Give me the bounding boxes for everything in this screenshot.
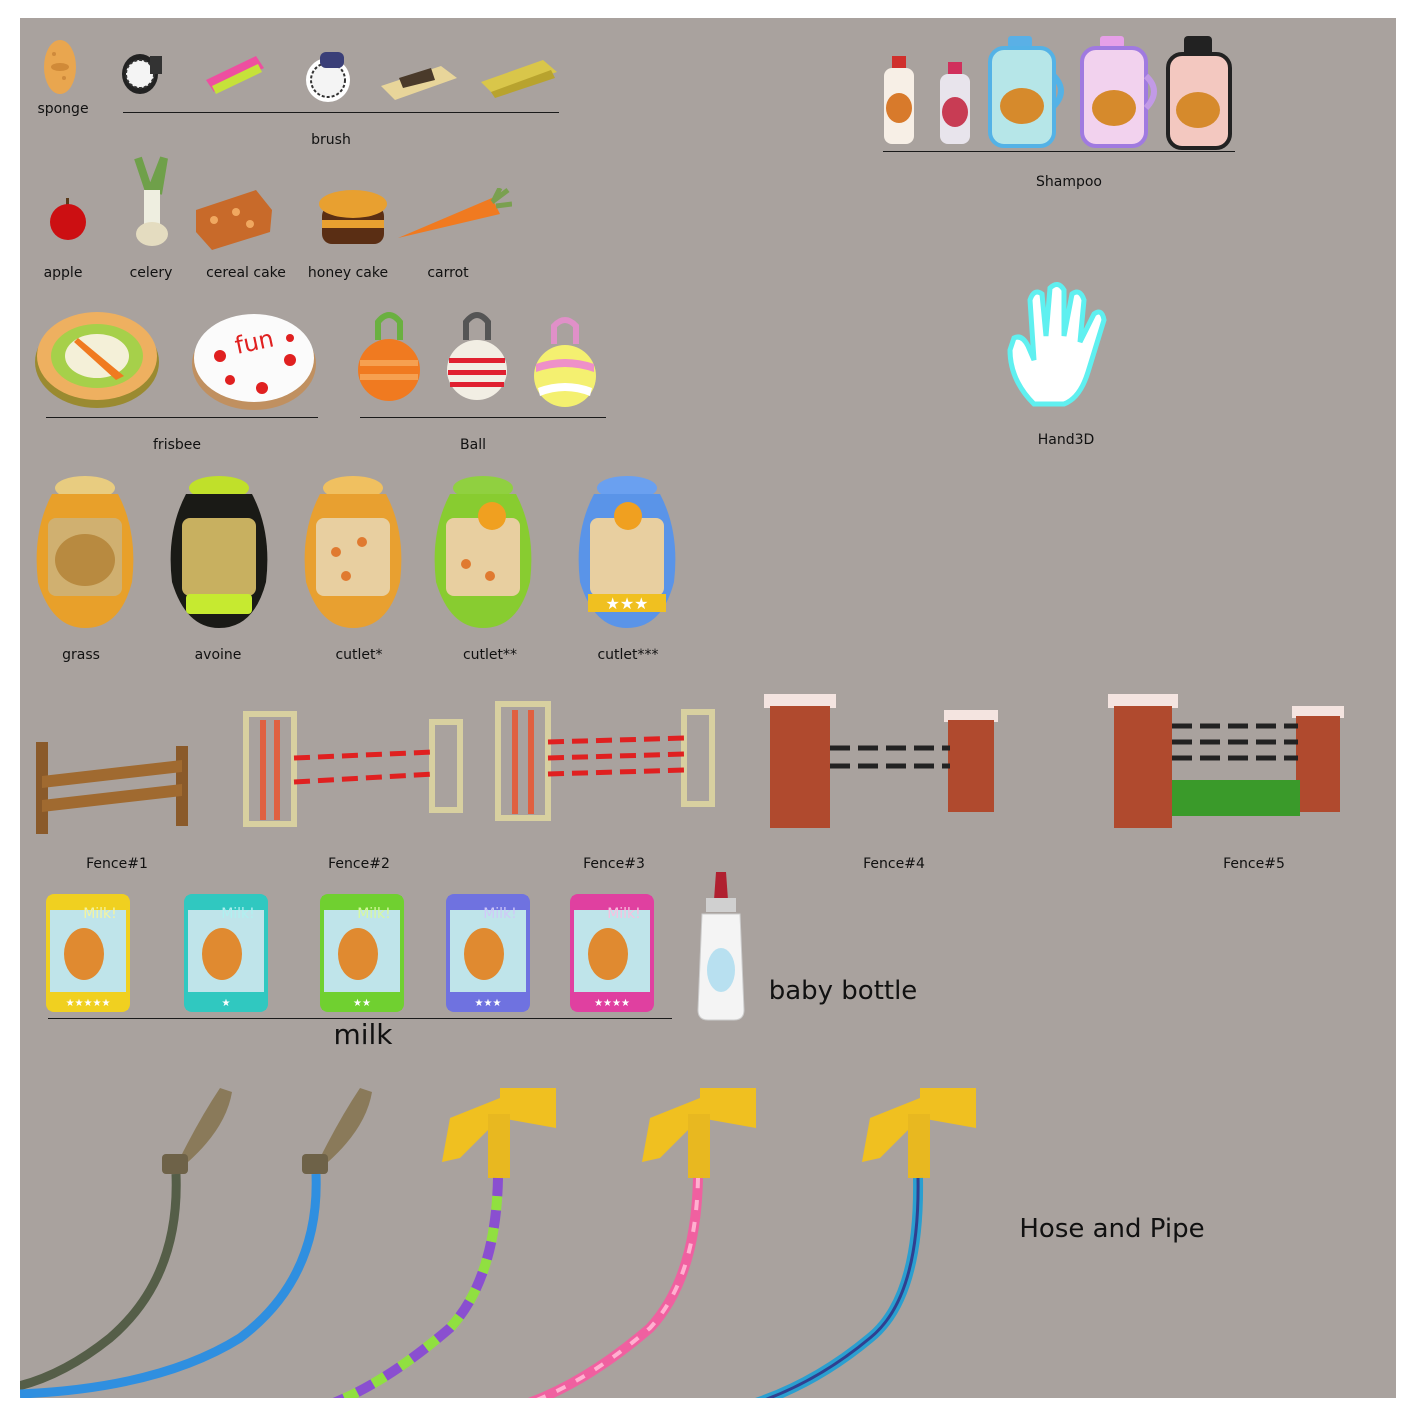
shampoo-jug-purple-icon bbox=[1078, 36, 1162, 150]
bag-cutlet-2-icon bbox=[430, 472, 536, 632]
fence-2-icon bbox=[238, 704, 472, 840]
cutlet1-label: cutlet* bbox=[335, 647, 383, 663]
baby-bottle-icon bbox=[696, 870, 746, 1024]
cereal-cake-label: cereal cake bbox=[206, 265, 286, 281]
fence1-label: Fence#1 bbox=[86, 856, 148, 872]
apple-icon bbox=[48, 198, 88, 242]
shampoo-group-line bbox=[883, 151, 1235, 152]
avoine-label: avoine bbox=[194, 647, 242, 663]
brush-label: brush bbox=[311, 132, 351, 148]
shampoo-bottle-small-1-icon bbox=[882, 56, 916, 146]
bag-cutlet-3-icon: ★★★ bbox=[574, 472, 680, 632]
ball-label: Ball bbox=[460, 437, 486, 453]
milk-group-line bbox=[48, 1018, 672, 1019]
milk-stars: ★★★★★ bbox=[66, 998, 111, 1009]
hose-1-icon bbox=[20, 1058, 240, 1398]
ball-pastel-icon bbox=[532, 314, 598, 412]
hose-5-icon bbox=[720, 1078, 990, 1398]
honey-cake-icon bbox=[316, 186, 390, 250]
milk-stars: ★★★★ bbox=[594, 998, 630, 1009]
shampoo-jug-blue-icon bbox=[986, 36, 1068, 150]
milk-label: milk bbox=[333, 1018, 393, 1051]
ball-orange-icon bbox=[356, 308, 422, 406]
baby-bottle-label: baby bottle bbox=[768, 976, 918, 1006]
svg-text:★★★: ★★★ bbox=[605, 594, 648, 613]
bag-avoine-icon bbox=[166, 472, 272, 632]
sponge-label: sponge bbox=[37, 101, 89, 117]
frisbee-fun-icon: fun bbox=[190, 308, 318, 412]
bag-cutlet-1-icon bbox=[300, 472, 406, 632]
ball-group-line bbox=[360, 417, 606, 418]
milk-carton-3-icon: Milk! ★★★ bbox=[446, 894, 530, 1012]
sprite-sheet: sponge brush Shampoo apple celery bbox=[20, 18, 1396, 1398]
fence3-label: Fence#3 bbox=[583, 856, 645, 872]
frisbee-group-line bbox=[46, 417, 318, 418]
fence5-label: Fence#5 bbox=[1223, 856, 1285, 872]
milk-carton-text: Milk! bbox=[357, 906, 391, 922]
milk-stars: ★★★ bbox=[475, 998, 502, 1009]
blue-round-brush-icon bbox=[302, 48, 356, 104]
fence4-label: Fence#4 bbox=[863, 856, 925, 872]
shampoo-bottle-small-2-icon bbox=[938, 62, 972, 146]
ball-red-striped-icon bbox=[446, 308, 508, 406]
cereal-cake-icon bbox=[192, 186, 274, 252]
fence-3-icon bbox=[490, 694, 724, 832]
brush-group-line bbox=[123, 112, 559, 113]
celery-label: celery bbox=[129, 265, 173, 281]
apple-label: apple bbox=[43, 265, 83, 281]
shampoo-label: Shampoo bbox=[1036, 174, 1102, 190]
milk-carton-text: Milk! bbox=[607, 906, 641, 922]
milk-stars: ★★ bbox=[353, 998, 371, 1009]
cutlet2-label: cutlet** bbox=[462, 647, 518, 663]
round-brush-icon bbox=[120, 48, 166, 96]
hose-3-icon bbox=[300, 1078, 570, 1398]
milk-carton-5-icon: Milk! ★★★★★ bbox=[46, 894, 130, 1012]
hose-and-pipe-label: Hose and Pipe bbox=[1019, 1214, 1205, 1244]
milk-carton-1-icon: Milk! ★ bbox=[184, 894, 268, 1012]
fence-1-icon bbox=[24, 736, 196, 838]
sponge-icon bbox=[42, 38, 78, 96]
grass-label: grass bbox=[62, 647, 100, 663]
fence-5-icon bbox=[1106, 692, 1346, 834]
yellow-brush-icon bbox=[477, 48, 561, 100]
celery-icon bbox=[130, 154, 174, 248]
milk-carton-text: Milk! bbox=[83, 906, 117, 922]
milk-stars: ★ bbox=[222, 998, 231, 1009]
bag-grass-icon bbox=[32, 472, 138, 632]
hose-2-icon bbox=[20, 1058, 390, 1398]
wood-brush-icon bbox=[377, 52, 461, 108]
carrot-icon bbox=[396, 188, 512, 244]
milk-carton-4-icon: Milk! ★★★★ bbox=[570, 894, 654, 1012]
frisbee-carrot-icon bbox=[34, 308, 160, 410]
hand3d-label: Hand3D bbox=[1037, 432, 1095, 448]
milk-carton-2-icon: Milk! ★★ bbox=[320, 894, 404, 1012]
cutlet3-label: cutlet*** bbox=[597, 647, 659, 663]
milk-carton-text: Milk! bbox=[483, 906, 517, 922]
milk-carton-text: Milk! bbox=[221, 906, 255, 922]
fence2-label: Fence#2 bbox=[328, 856, 390, 872]
frisbee-label: frisbee bbox=[153, 437, 201, 453]
fence-4-icon bbox=[762, 692, 1002, 834]
hose-4-icon bbox=[500, 1078, 770, 1398]
hand-3d-icon bbox=[1004, 280, 1110, 410]
pink-brush-icon bbox=[202, 46, 268, 96]
shampoo-jug-black-icon bbox=[1166, 36, 1238, 150]
honey-cake-label: honey cake bbox=[307, 265, 389, 281]
carrot-label: carrot bbox=[427, 265, 469, 281]
